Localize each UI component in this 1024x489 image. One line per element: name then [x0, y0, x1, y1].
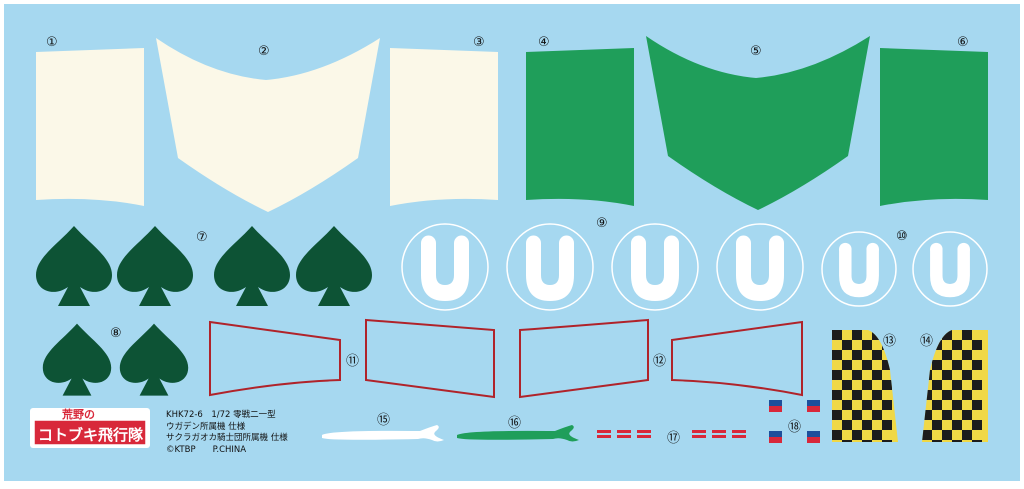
decal-12-red-outline: [671, 320, 803, 397]
label-11: ⑪: [346, 354, 360, 369]
decal-1-cream-panel: [36, 48, 144, 206]
decal-9-u-roundel: [401, 223, 489, 311]
label-5: ⑤: [750, 44, 762, 59]
label-10: ⑩: [896, 229, 908, 244]
decal-4-green-panel: [526, 48, 634, 206]
label-6: ⑥: [957, 35, 969, 50]
decal-6-green-panel: [880, 48, 988, 206]
copyright-line: ©KTBP P.CHINA: [166, 444, 247, 455]
decal-10-u-roundel: [821, 231, 897, 307]
label-1: ①: [46, 35, 58, 50]
decal-16-green-stripe: [457, 425, 579, 442]
decal-15-white-stripe: [322, 425, 444, 442]
decal-14-checker-rudder: [922, 330, 988, 442]
label-3: ③: [473, 35, 485, 50]
label-18: ⑱: [788, 420, 802, 435]
logo-top-text: 荒野の: [61, 407, 95, 421]
decal-2-cream-fuselage: [156, 38, 380, 212]
decal-13-checker-rudder: [832, 330, 898, 442]
decal-3-cream-panel: [390, 48, 498, 206]
logo-main-text: コトブキ飛行隊: [38, 426, 144, 444]
label-12: ⑫: [653, 354, 667, 369]
decal-9-u-roundel: [611, 223, 699, 311]
label-17: ⑰: [667, 431, 681, 446]
spec-line-sakuragaoka: サクラガオカ騎士団所属機 仕様: [166, 433, 288, 443]
decal-10-u-roundel: [912, 231, 988, 307]
label-14: ⑭: [920, 334, 934, 349]
decal-12-red-outline: [519, 318, 649, 399]
label-13: ⑬: [883, 334, 897, 349]
decal-5-green-fuselage: [646, 36, 870, 210]
label-7: ⑦: [196, 230, 208, 245]
decal-11-red-outline: [365, 318, 495, 399]
kotobuki-logo: 荒野の コトブキ飛行隊: [30, 407, 150, 448]
label-8: ⑧: [110, 326, 122, 341]
product-info: KHK72-6 1/72 零戦二一型 ウガデン所属機 仕様 サクラガオカ騎士団所…: [166, 410, 288, 456]
label-16: ⑯: [508, 416, 522, 431]
label-2: ②: [258, 44, 270, 59]
product-code-line: KHK72-6 1/72 零戦二一型: [166, 410, 276, 420]
label-4: ④: [538, 35, 550, 50]
decal-11-red-outline: [209, 320, 341, 397]
label-9: ⑨: [596, 216, 608, 231]
decal-9-u-roundel: [506, 223, 594, 311]
label-15: ⑮: [377, 413, 391, 428]
spec-line-ugaden: ウガデン所属機 仕様: [166, 421, 246, 432]
decal-9-u-roundel: [716, 223, 804, 311]
